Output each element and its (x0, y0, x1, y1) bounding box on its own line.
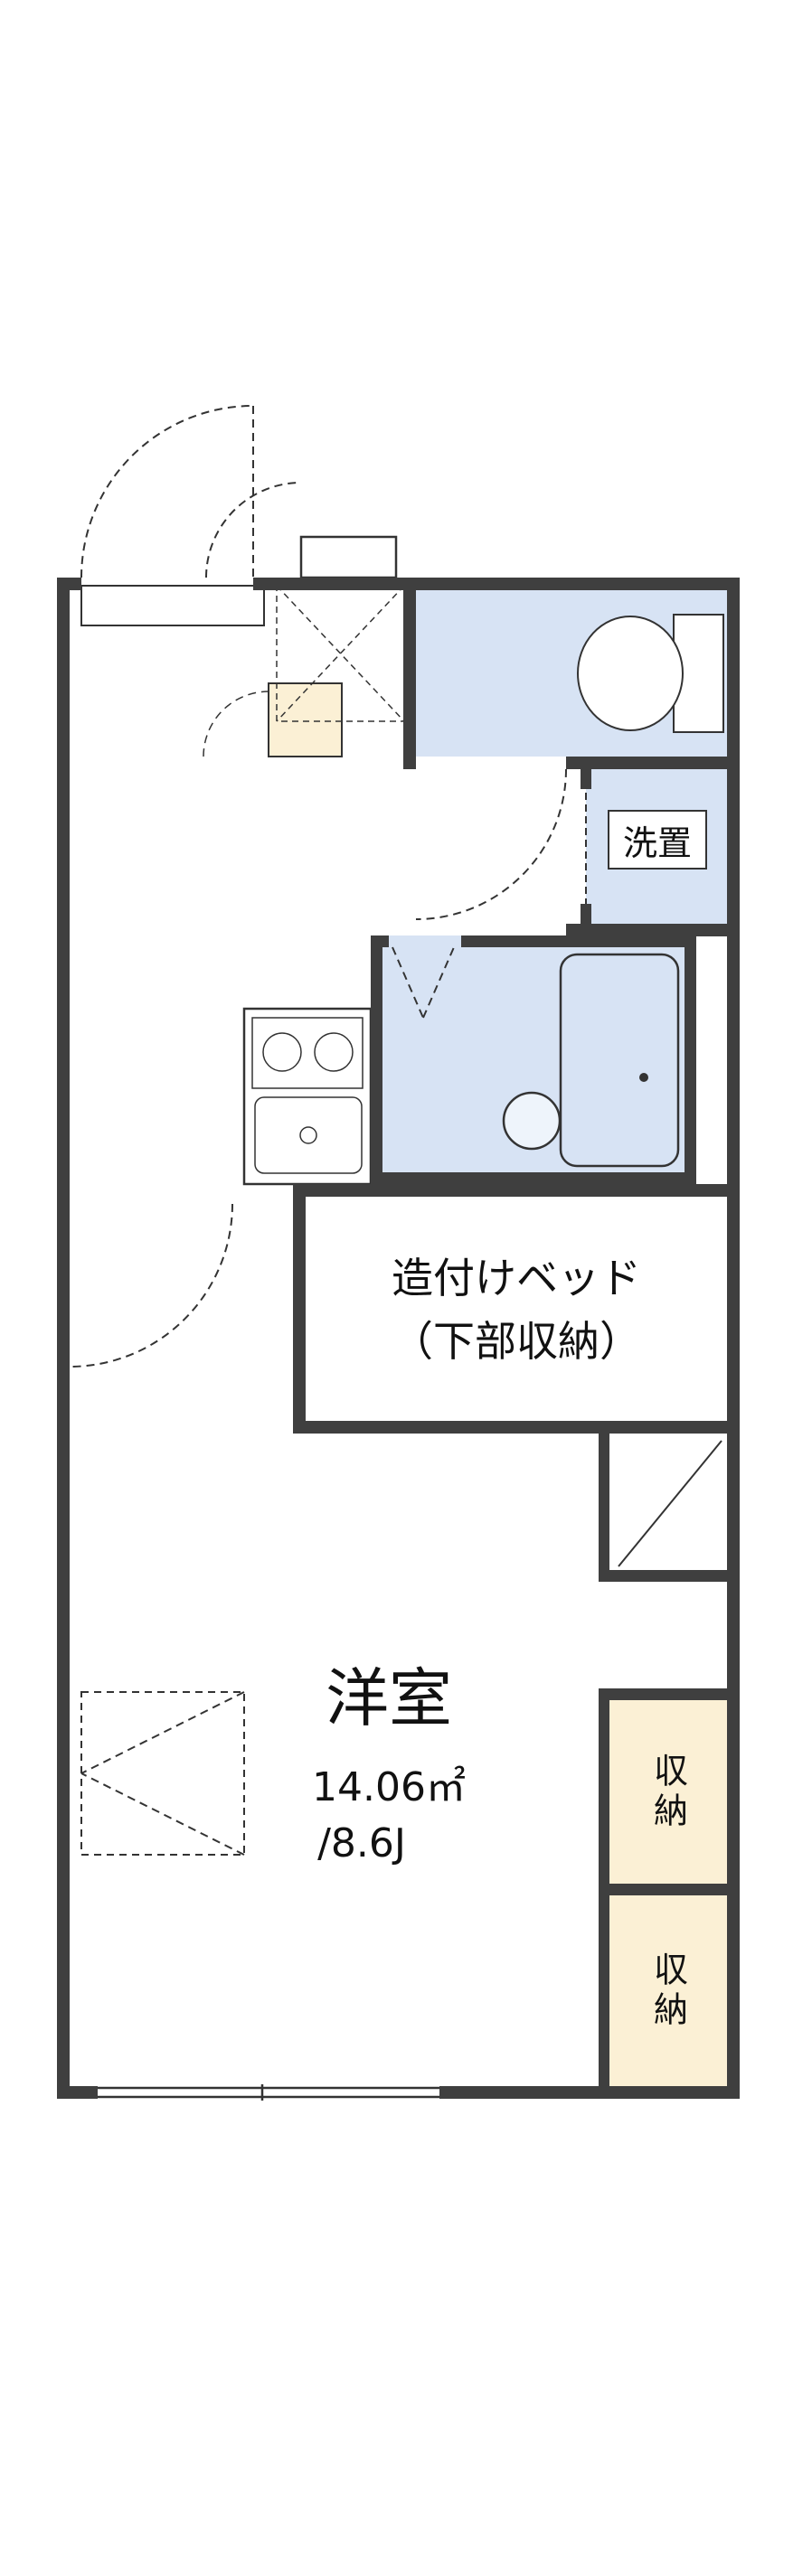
stove-burner-left (262, 1032, 302, 1072)
bathtub-drain (639, 1073, 648, 1082)
entrance-overhead-cross-2 (276, 585, 405, 722)
western-room-label: 洋室 (326, 1660, 452, 1735)
step-door-swing-arc (203, 691, 269, 757)
bath-washbasin (502, 1091, 562, 1151)
built-in-bed-label: 造付けベッド (392, 1254, 641, 1302)
built-in-bed-sublabel: （下部収納） (392, 1317, 641, 1366)
overhead-storage-line-2 (80, 1772, 245, 1856)
storage-lower-floor (609, 1895, 727, 2086)
fixtures (80, 535, 724, 1567)
overhead-storage-line-1 (80, 1691, 245, 1774)
shoe-cabinet (80, 585, 265, 626)
meter-box (299, 535, 398, 579)
bottom-window (98, 2084, 439, 2101)
storage-lower-text: 収納 (647, 1951, 688, 2031)
bathtub (559, 953, 680, 1168)
toilet-door-swing-arc (415, 768, 567, 920)
closet-shelf-diagonal (618, 1440, 722, 1567)
walls (57, 578, 740, 2099)
room-area-tatami: /8.6J (317, 1819, 406, 1866)
storage-lower-label: 収納 (609, 1895, 727, 2086)
dashed-symbols (69, 405, 587, 1856)
meterbox-door-swing-arc (205, 482, 302, 578)
stove-burner-right (314, 1032, 354, 1072)
entrance-step (268, 682, 343, 757)
entrance-door-swing-arc (80, 405, 254, 578)
storage-upper-label: 収納 (609, 1700, 727, 1884)
hall-door-swing-arc (69, 1203, 233, 1368)
laundry-room-label: 洗置 (608, 810, 707, 870)
room-area-square-meters: 14.06㎡ (312, 1764, 466, 1810)
toilet-bowl (577, 616, 684, 731)
storage-upper-floor (609, 1700, 727, 1884)
storage-upper-text: 収納 (647, 1752, 688, 1832)
sink-drain (299, 1126, 317, 1144)
overhead-storage-box (80, 1691, 245, 1856)
